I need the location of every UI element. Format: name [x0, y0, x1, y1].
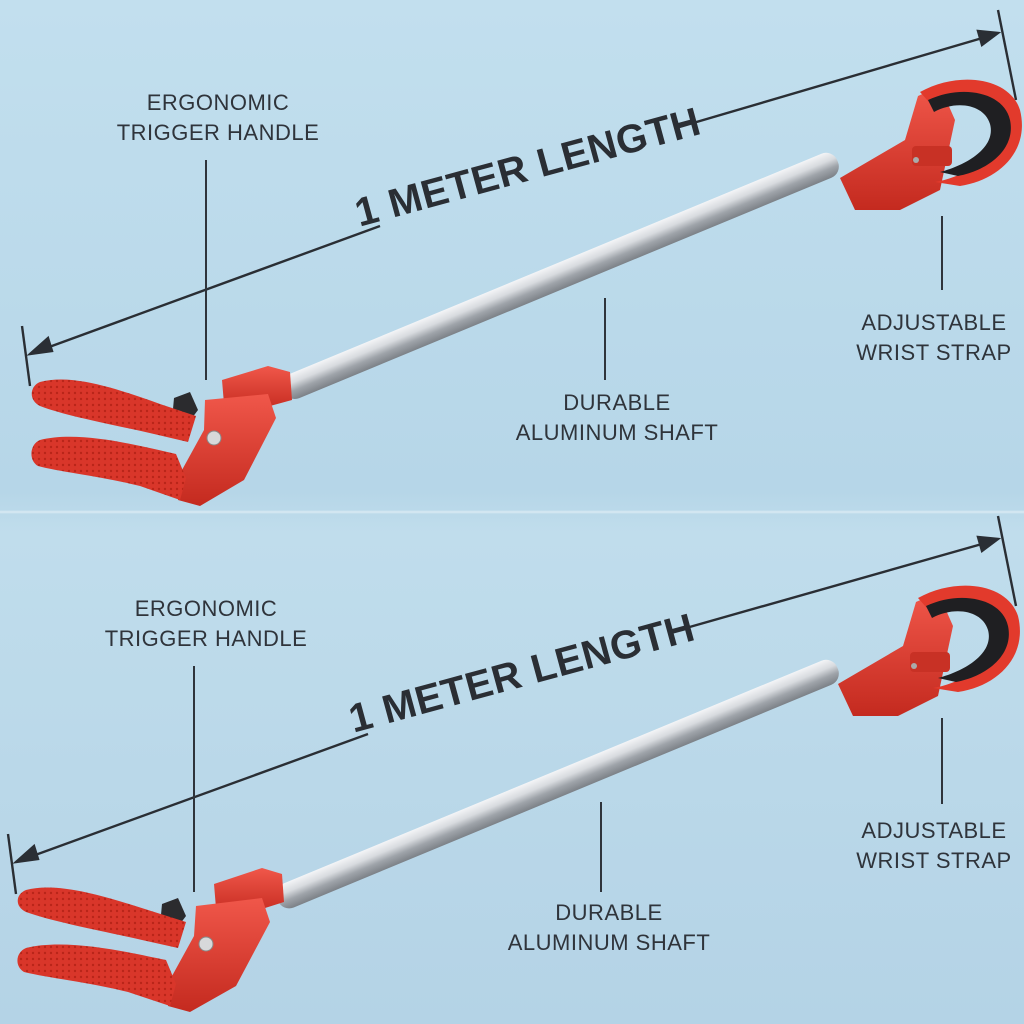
callout-wrist-strap: ADJUSTABLE WRIST STRAP: [856, 816, 1011, 876]
callout-trigger-handle-line1: ERGONOMIC: [146, 90, 290, 115]
callout-wrist-strap-line2: WRIST STRAP: [856, 340, 1012, 365]
wrist-strap-cuff: [838, 585, 1020, 716]
callout-trigger-handle-line1: ERGONOMIC: [134, 596, 278, 621]
trigger-handle: [17, 868, 284, 1012]
reacher-grabber-tool-illustration: [20, 9, 1022, 506]
callout-wrist-strap-line1: ADJUSTABLE: [861, 818, 1007, 843]
callout-trigger-handle: ERGONOMIC TRIGGER HANDLE: [105, 594, 308, 654]
callout-aluminum-shaft-line1: DURABLE: [555, 900, 663, 925]
callout-aluminum-shaft-line2: ALUMINUM SHAFT: [507, 930, 711, 955]
panel-top: 1 METER LENGTH ERGONOMIC TRIGGER HANDLE …: [20, 9, 1022, 506]
callout-aluminum-shaft: DURABLE ALUMINUM SHAFT: [516, 388, 719, 448]
panel-bottom: 1 METER LENGTH ERGONOMIC TRIGGER HANDLE …: [0, 512, 1024, 1024]
reacher-grabber-tool-illustration: [6, 515, 1020, 1012]
callout-wrist-strap-line2: WRIST STRAP: [856, 848, 1012, 873]
panel-divider: [0, 510, 1024, 514]
callout-wrist-strap-line1: ADJUSTABLE: [861, 310, 1007, 335]
callout-leader-lines: [205, 160, 943, 380]
callout-aluminum-shaft: DURABLE ALUMINUM SHAFT: [508, 898, 711, 958]
callout-aluminum-shaft-line1: DURABLE: [563, 390, 671, 415]
callout-leader-lines: [193, 666, 943, 892]
callout-trigger-handle: ERGONOMIC TRIGGER HANDLE: [117, 88, 320, 148]
callout-aluminum-shaft-line2: ALUMINUM SHAFT: [515, 420, 719, 445]
callout-trigger-handle-line2: TRIGGER HANDLE: [104, 626, 308, 651]
wrist-strap-cuff: [840, 79, 1022, 210]
trigger-handle: [31, 366, 292, 506]
aluminum-shaft: [281, 152, 839, 400]
callout-wrist-strap: ADJUSTABLE WRIST STRAP: [856, 308, 1011, 368]
callout-trigger-handle-line2: TRIGGER HANDLE: [116, 120, 320, 145]
aluminum-shaft: [276, 659, 839, 909]
dimension-arrow-icon: [6, 515, 1018, 895]
